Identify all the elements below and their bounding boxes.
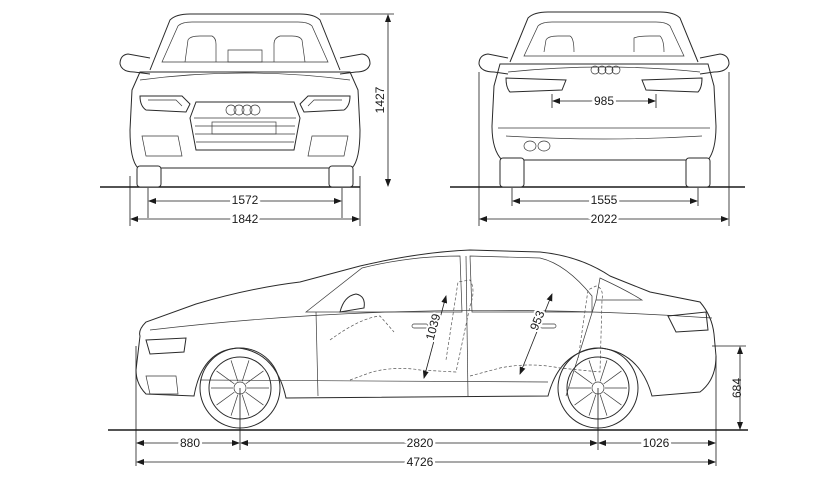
front-right-seat <box>273 35 306 63</box>
front-plate <box>211 121 277 135</box>
wheel-spoke <box>588 394 597 416</box>
front-greenhouse <box>149 13 341 71</box>
front-left-foglight <box>141 135 183 157</box>
side-steering <box>329 315 395 341</box>
side-sill-line <box>199 379 549 383</box>
side-rear-overhang-label: 1026 <box>643 436 670 450</box>
side-rear-door-seam <box>565 299 597 397</box>
front-audi-rings <box>225 104 261 116</box>
front-right-foglight <box>307 135 349 157</box>
front-right-tire <box>328 165 354 188</box>
rear-window <box>523 21 685 57</box>
rear-exhaust-left-icon <box>523 140 537 152</box>
rear-left-taillight <box>505 77 567 93</box>
front-hood-line <box>139 72 351 81</box>
rear-track-label: 1555 <box>591 193 618 207</box>
front-left-mirror <box>119 53 151 75</box>
front-left-headlight-drl <box>148 99 183 107</box>
front-grille <box>189 101 301 151</box>
rear-view: 985 1555 2022 <box>450 11 745 229</box>
front-right-mirror <box>339 53 371 75</box>
side-quarter-window <box>595 277 644 301</box>
rear-right-tire <box>685 157 711 188</box>
side-mirror <box>339 293 365 313</box>
rear-audi-rings <box>590 65 621 75</box>
wheel-spoke <box>230 360 239 382</box>
front-body <box>129 71 361 169</box>
front-height-label: 1427 <box>373 86 387 113</box>
wheel-spoke <box>574 391 593 406</box>
side-rear-window <box>469 255 593 313</box>
front-windshield <box>161 21 329 63</box>
wheel-spoke <box>216 370 235 385</box>
rear-trunk-line <box>507 66 701 73</box>
front-left-headlight <box>139 95 191 113</box>
wheel-spoke <box>603 370 622 385</box>
side-front-headroom-dim <box>422 295 448 379</box>
wheel-spoke <box>216 391 235 406</box>
side-rear-headroom-dim <box>519 293 553 375</box>
front-width-label: 1842 <box>232 212 259 226</box>
rear-width-label: 2022 <box>591 212 618 226</box>
side-front-window <box>304 255 463 313</box>
wheel-spoke <box>599 394 608 416</box>
front-track-label: 1572 <box>232 193 259 207</box>
rear-right-taillight <box>641 77 703 93</box>
wheel-spoke <box>574 370 593 385</box>
front-grille-slats <box>194 117 296 143</box>
wheel-spoke <box>588 360 597 382</box>
side-headlight <box>145 337 187 355</box>
wheel-spoke <box>599 360 608 382</box>
side-front-seat <box>349 279 474 381</box>
side-bumper-intake <box>145 375 179 395</box>
wheel-spoke <box>245 391 264 406</box>
side-b-pillar <box>465 255 469 397</box>
wheel-spoke <box>245 370 264 385</box>
rear-exhaust-right-icon <box>537 140 551 152</box>
side-overall-length-label: 4726 <box>407 455 434 469</box>
rear-left-headrest <box>543 35 575 53</box>
front-dash-console <box>227 49 263 63</box>
wheel-spoke <box>230 394 239 416</box>
front-right-headlight <box>299 95 351 113</box>
side-front-door-seam <box>315 311 319 397</box>
side-front-overhang-label: 880 <box>180 436 200 450</box>
side-taillight <box>667 311 709 333</box>
rear-left-tire <box>499 157 525 188</box>
rear-right-headrest <box>633 35 665 53</box>
front-view: 1427 1572 1842 <box>100 13 394 229</box>
rear-left-mirror <box>478 53 509 75</box>
rear-diffuser-line <box>505 135 703 140</box>
rear-right-mirror <box>699 53 730 75</box>
front-left-tire <box>136 165 162 188</box>
side-boot-height-label: 684 <box>730 378 744 398</box>
side-wheelbase-label: 2820 <box>407 436 434 450</box>
front-left-seat <box>184 35 217 63</box>
front-right-headlight-drl <box>307 99 342 107</box>
rear-plate-width-label: 985 <box>594 94 614 108</box>
side-rear-seat <box>469 285 603 377</box>
wheel-spoke <box>241 360 250 382</box>
side-front-headroom-label: 1039 <box>423 312 444 342</box>
wheel-spoke <box>603 391 622 406</box>
rear-greenhouse <box>509 11 699 63</box>
side-view: 1039 953 684 880 2820 1026 4726 <box>108 249 748 472</box>
wheel-spoke <box>241 394 250 416</box>
